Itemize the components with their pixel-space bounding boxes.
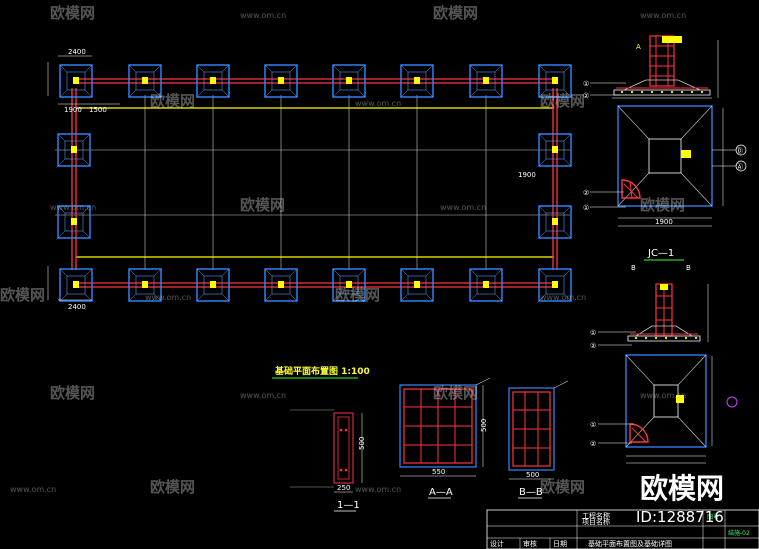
dim-2400-top: 2400 (68, 48, 86, 56)
watermark-url: www.om.cn (355, 485, 401, 494)
perimeter-beams (71, 78, 558, 288)
footing-pad (332, 268, 366, 302)
watermark-url: www.om.cn (240, 391, 286, 400)
watermark-text: 欧模网 (640, 196, 685, 214)
footing-pad (538, 268, 572, 302)
footing-pad (128, 268, 162, 302)
watermark-url: www.om.cn (640, 391, 686, 400)
jc1-title: JC—1 (647, 248, 674, 259)
tb-drawing-title: 基础平面布置图及基础详图 (588, 539, 672, 548)
watermark-url: www.om.cn (355, 99, 401, 108)
detail-jc-1: JC—1 B B ① ② (590, 248, 738, 464)
dim-550: 550 (432, 468, 445, 476)
tb-project: 工程名称 (582, 511, 610, 520)
footing-pad (538, 133, 572, 167)
dim-500-11: 500 (358, 437, 366, 450)
tb-review: 审核 (523, 539, 537, 548)
callout-1-jcplan: ① (590, 421, 596, 429)
brand-id: ID:1288716 (636, 508, 724, 526)
footing-pad (264, 64, 298, 98)
footing-pad (57, 133, 91, 167)
label-1-1: 1—1 (337, 500, 360, 511)
footing-pad (469, 64, 503, 98)
footing-pad (332, 64, 366, 98)
footing-pad (264, 268, 298, 302)
dim-1900: 1900 (64, 106, 82, 114)
axis-label-A: Ⓐ (736, 163, 743, 171)
section-1-1: 250 500 1—1 (290, 409, 366, 512)
footing-pad (128, 64, 162, 98)
footing-pad (400, 64, 434, 98)
footing-pad (538, 205, 572, 239)
dim-1900-right: 1900 (518, 171, 536, 179)
tb-no-value: 结施-02 (728, 529, 750, 537)
watermark-url: www.om.cn (145, 293, 191, 302)
label-b-b: B—B (519, 487, 543, 498)
axis-label-D: Ⓓ (736, 147, 743, 155)
watermark-text: 欧模网 (335, 286, 380, 304)
tb-no-label: 图号 (707, 514, 719, 521)
watermark-url: www.om.cn (50, 203, 96, 212)
tb-design: 设计 (490, 539, 504, 548)
footing-pad (469, 268, 503, 302)
watermark-url: www.om.cn (640, 11, 686, 20)
dim-500-bb: 500 (526, 471, 539, 479)
foundation-plan: 2400 2400 1900 1500 1900 基础平面布置图 1:100 (47, 48, 572, 379)
dim-1900-detail: 1900 (655, 218, 673, 226)
brand-logo-text: 欧模网 (640, 472, 724, 505)
watermark-text: 欧模网 (50, 384, 95, 402)
label-a-a: A—A (429, 487, 453, 498)
footing-pad (57, 205, 91, 239)
dim-500-aa: 500 (480, 419, 488, 432)
footing-pad (59, 64, 93, 98)
footing-pad (196, 268, 230, 302)
callout-A-upper: A (636, 43, 641, 51)
plan-title: 基础平面布置图 1:100 (274, 365, 370, 377)
watermark-text: 欧模网 (240, 196, 285, 214)
footing-pad (59, 268, 93, 302)
callout-B-right: B (686, 264, 691, 272)
watermark-text: 欧模网 (0, 286, 45, 304)
watermark-url: www.om.cn (10, 485, 56, 494)
callout-1-upper: ① (583, 80, 589, 88)
watermark-text: 欧模网 (150, 92, 195, 110)
tb-date: 日期 (553, 540, 567, 548)
footing-pad (196, 64, 230, 98)
watermark-url: www.om.cn (540, 293, 586, 302)
callout-2-upper: ② (583, 92, 589, 100)
footing-pad (400, 268, 434, 302)
detail-jc-upper: A ① ② Ⓓ Ⓐ ② ① (583, 35, 747, 227)
callout-B-left: B (631, 264, 636, 272)
dim-250: 250 (337, 484, 350, 492)
tb-item: 项目名称 (582, 517, 610, 526)
watermark-text: 欧模网 (540, 478, 585, 496)
footing-pads (57, 64, 572, 302)
callout-2-plan: ② (583, 189, 589, 197)
callout-1-jc: ① (590, 329, 596, 337)
watermark-url: www.om.cn (240, 11, 286, 20)
grid-lines (55, 95, 570, 270)
ground-beams (76, 107, 554, 258)
section-b-b: 500 B—B (508, 380, 569, 499)
watermark-text: 欧模网 (540, 92, 585, 110)
callout-2-jc: ② (590, 342, 596, 350)
dim-2400-bottom: 2400 (68, 303, 86, 311)
section-a-a: 550 500 A—A (399, 377, 491, 499)
footing-pad (538, 64, 572, 98)
callout-1-plan: ① (583, 204, 589, 212)
watermark-text: 欧模网 (433, 4, 478, 22)
watermark-url: www.om.cn (440, 203, 486, 212)
dim-1500: 1500 (89, 106, 107, 114)
title-block: 工程名称 项目名称 基础平面布置图及基础详图 图号 结施-02 设计 审核 日期 (486, 509, 759, 549)
watermark-text: 欧模网 (433, 384, 478, 402)
callout-2-jcplan: ② (590, 440, 596, 448)
watermark-text: 欧模网 (50, 4, 95, 22)
watermark-text: 欧模网 (150, 478, 195, 496)
